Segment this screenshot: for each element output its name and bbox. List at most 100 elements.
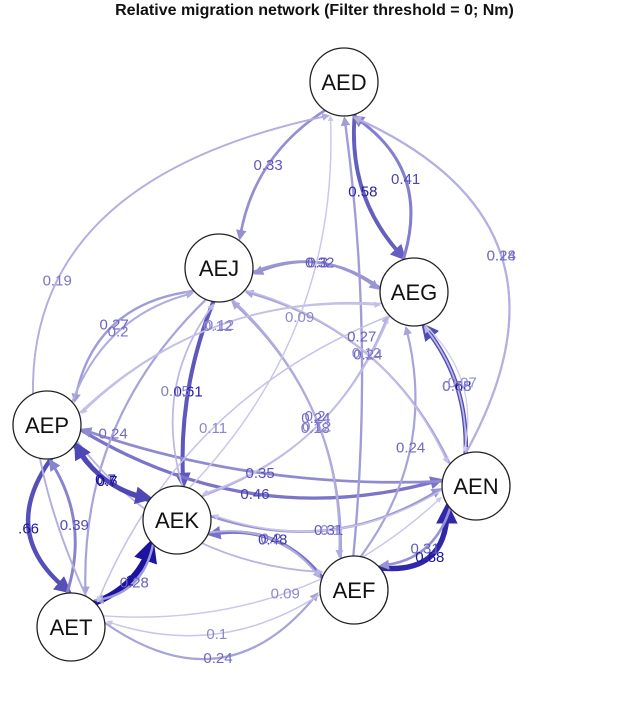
edge-aej-to-aet [80,298,208,596]
edge-label-aen-to-aeg: 0.15 [442,378,471,395]
node-circle-aed [309,47,379,117]
node-label-aen: AEN [453,474,498,499]
node-circle-aeg [379,257,449,327]
edge-label-aep-to-aeg: 0.12 [203,318,232,335]
edge-label-aeg-to-aed: 0.41 [391,171,420,188]
edge-aep-to-aeg [78,301,381,415]
edge-label-aef-to-aeg: 0.24 [396,439,425,456]
node-label-aek: AEK [155,508,199,533]
edge-label-aek-to-aep: 0.7 [97,473,118,490]
edge-label-aen-to-aek: 0.1 [320,522,341,539]
edge-label-aet-to-aed: 0.19 [43,272,72,289]
edge-aeg-to-aen [423,323,469,452]
node-label-aej: AEJ [199,256,239,281]
edge-label-aeg-to-aep: 0.12 [205,317,234,334]
edge-aej-to-aeg [251,260,380,290]
edge-label-aej-to-aen: 0.12 [352,345,381,362]
edge-aeg-to-aek [201,314,391,496]
node-aek: AEK [142,485,212,555]
edge-aef-to-aet [106,593,322,637]
edge-labels-layer: 10.880.68.660.610.580.50.480.460.410.390… [18,157,516,667]
node-circle-aej [184,233,254,303]
edge-label-aek-to-aej: 0.15 [161,383,190,400]
node-aep: AEP [12,390,82,460]
edge-label-aep-to-aet: .66 [18,521,39,538]
node-circle-aen [441,451,511,521]
edge-aef-to-aen [377,502,458,572]
edge-label-aek-to-aen: 0.31 [314,522,343,539]
edge-aep-to-aet [26,456,72,594]
edge-aeg-to-aed [351,115,413,262]
edge-aet-to-aep [48,458,77,595]
edge-label-aep-to-aen: 0.46 [240,486,269,503]
edge-label-aen-to-aed: 0.18 [487,247,516,264]
edge-aed-to-aeg [352,112,407,261]
node-aej: AEJ [184,233,254,303]
edge-label-aej-to-aep: 0.27 [99,316,128,333]
edge-label-aen-to-aed: 0.24 [487,247,516,264]
chart-title: Relative migration network (Filter thres… [115,2,514,19]
edge-label-aej-to-aeg: 0.3 [307,254,328,271]
node-circle-aep [12,390,82,460]
edge-aep-to-aen [79,428,444,500]
node-aef: AEF [319,555,389,625]
edge-aen-to-aek [212,489,443,533]
edge-aek-to-aef [207,530,321,579]
edge-label-aep-to-aej: 0.2 [108,324,129,341]
edge-label-aef-to-aet: 0.1 [206,626,227,643]
edge-label-aej-to-aek: 0.61 [173,383,202,400]
edge-label-aed-to-aeg: 0.58 [348,183,377,200]
edge-aek-to-aej [171,303,215,488]
node-label-aed: AED [321,70,366,95]
edge-label-aej-to-aef: 0.2 [305,408,326,425]
edge-label-aek-to-aet: 0.28 [120,574,149,591]
edge-aej-to-aen [244,289,449,464]
edge-label-aef-to-aej: 0.24 [301,410,330,427]
edge-aeg-to-aet [96,314,391,603]
edge-aej-to-aef [231,298,344,559]
node-aed: AED [309,47,379,117]
edge-label-aeg-to-aej: 0.32 [305,255,334,272]
edge-aen-to-aef [378,506,452,570]
edge-label-aek-to-aeg: 0.18 [301,420,330,437]
edge-label-aed-to-aej: 0.33 [253,157,282,174]
edge-aet-to-aed [32,113,331,598]
node-label-aep: AEP [25,413,69,438]
edge-label-aet-to-aep: 0.39 [60,517,89,534]
edge-label-aet-to-aef: 0.24 [203,650,232,667]
nodes-layer: AED AEG AEJ AEP AEK AET AEF AEN [12,47,511,662]
edge-aen-to-aeg [423,326,467,455]
node-aen: AEN [441,451,511,521]
edge-aen-to-aep [80,427,444,484]
edge-label-aet-to-aek: 1 [126,573,134,590]
edge-aet-to-aen [102,496,442,618]
node-circle-aek [142,485,212,555]
edge-label-aeg-to-aen: 0.07 [448,375,477,392]
edge-aek-to-aep [74,441,152,503]
edge-label-aen-to-aej: 0.24 [353,347,382,364]
edge-label-aen-to-aef: 0.31 [410,540,439,557]
edges-layer [26,108,511,661]
edge-aef-to-aed [340,116,364,558]
edge-label-aep-to-aek: 0.7 [95,472,116,489]
edge-aen-to-aed [353,116,511,455]
edge-label-aeg-to-aet: 0.11 [199,420,227,437]
node-label-aeg: AEG [391,280,437,305]
edge-aef-to-aeg [359,325,417,558]
node-label-aet: AET [50,615,93,640]
edge-aet-to-aef [103,592,319,661]
edge-aed-to-aej [236,108,327,241]
edge-label-aek-to-aep: 0.5 [97,473,118,490]
node-circle-aef [319,555,389,625]
edge-label-aek-to-aed: 0.09 [285,309,314,326]
edge-label-aef-to-aed: 0.27 [347,329,376,346]
node-aet: AET [36,592,106,662]
edge-label-aen-to-aep: 0.35 [245,465,274,482]
edge-aej-to-aep [71,289,196,404]
edge-aep-to-aej [71,290,195,404]
edge-aek-to-aet [93,542,155,604]
edge-aek-to-aed [188,115,334,489]
node-circle-aet [36,592,106,662]
edge-label-aef-to-aen: 0.88 [415,549,444,566]
